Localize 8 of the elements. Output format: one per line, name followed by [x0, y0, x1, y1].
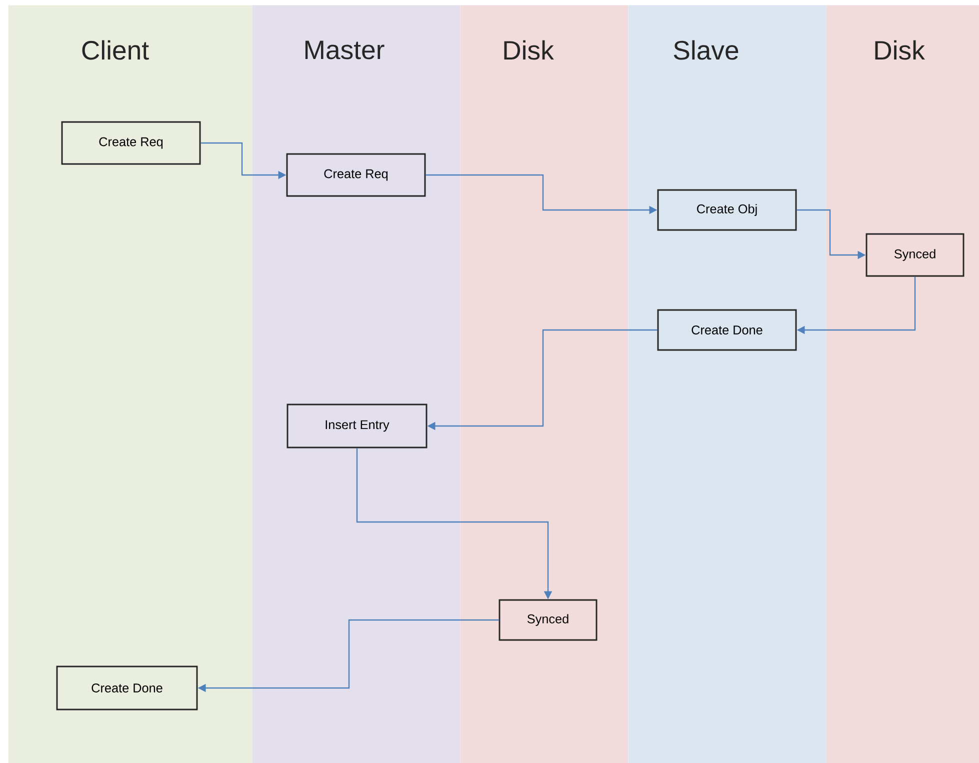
process-box: Create Done: [657, 309, 797, 351]
process-box: Create Done: [56, 666, 198, 710]
process-box: Insert Entry: [286, 404, 428, 448]
process-box: Create Req: [61, 121, 201, 165]
process-box: Create Obj: [657, 189, 797, 231]
process-box: Create Req: [286, 153, 426, 197]
process-box: Synced: [498, 599, 598, 641]
process-box: Synced: [866, 233, 964, 277]
